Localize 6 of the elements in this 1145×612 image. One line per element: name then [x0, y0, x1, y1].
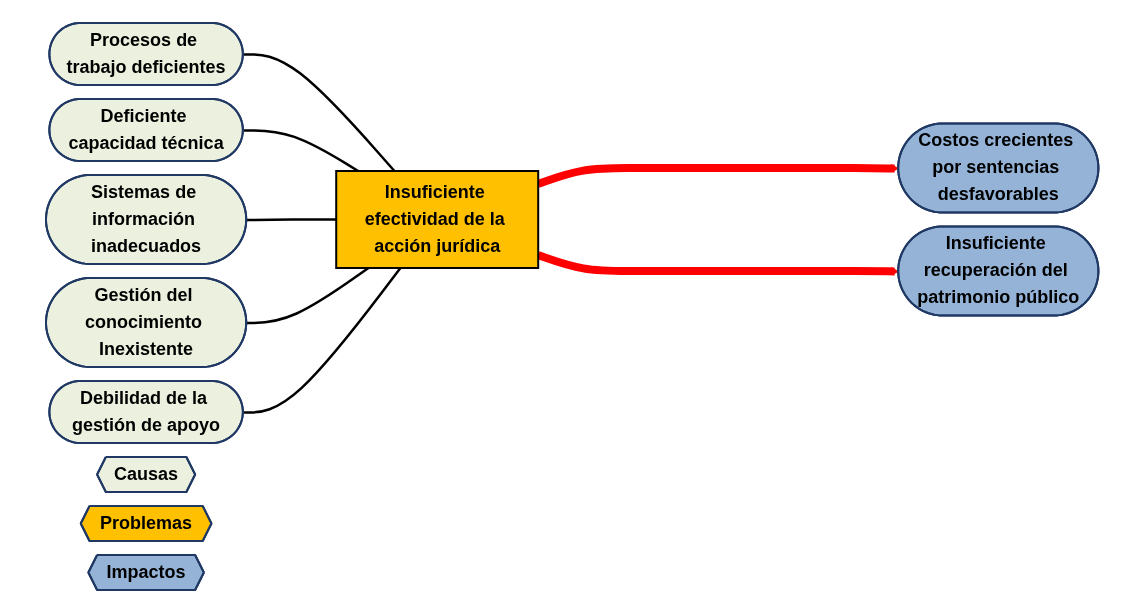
connector — [243, 266, 402, 414]
node-box: Insuficiente efectividad de la acción jurídica — [335, 169, 540, 269]
connector — [243, 52, 396, 172]
connector — [247, 217, 337, 221]
connector — [243, 128, 360, 172]
connector — [247, 266, 370, 324]
